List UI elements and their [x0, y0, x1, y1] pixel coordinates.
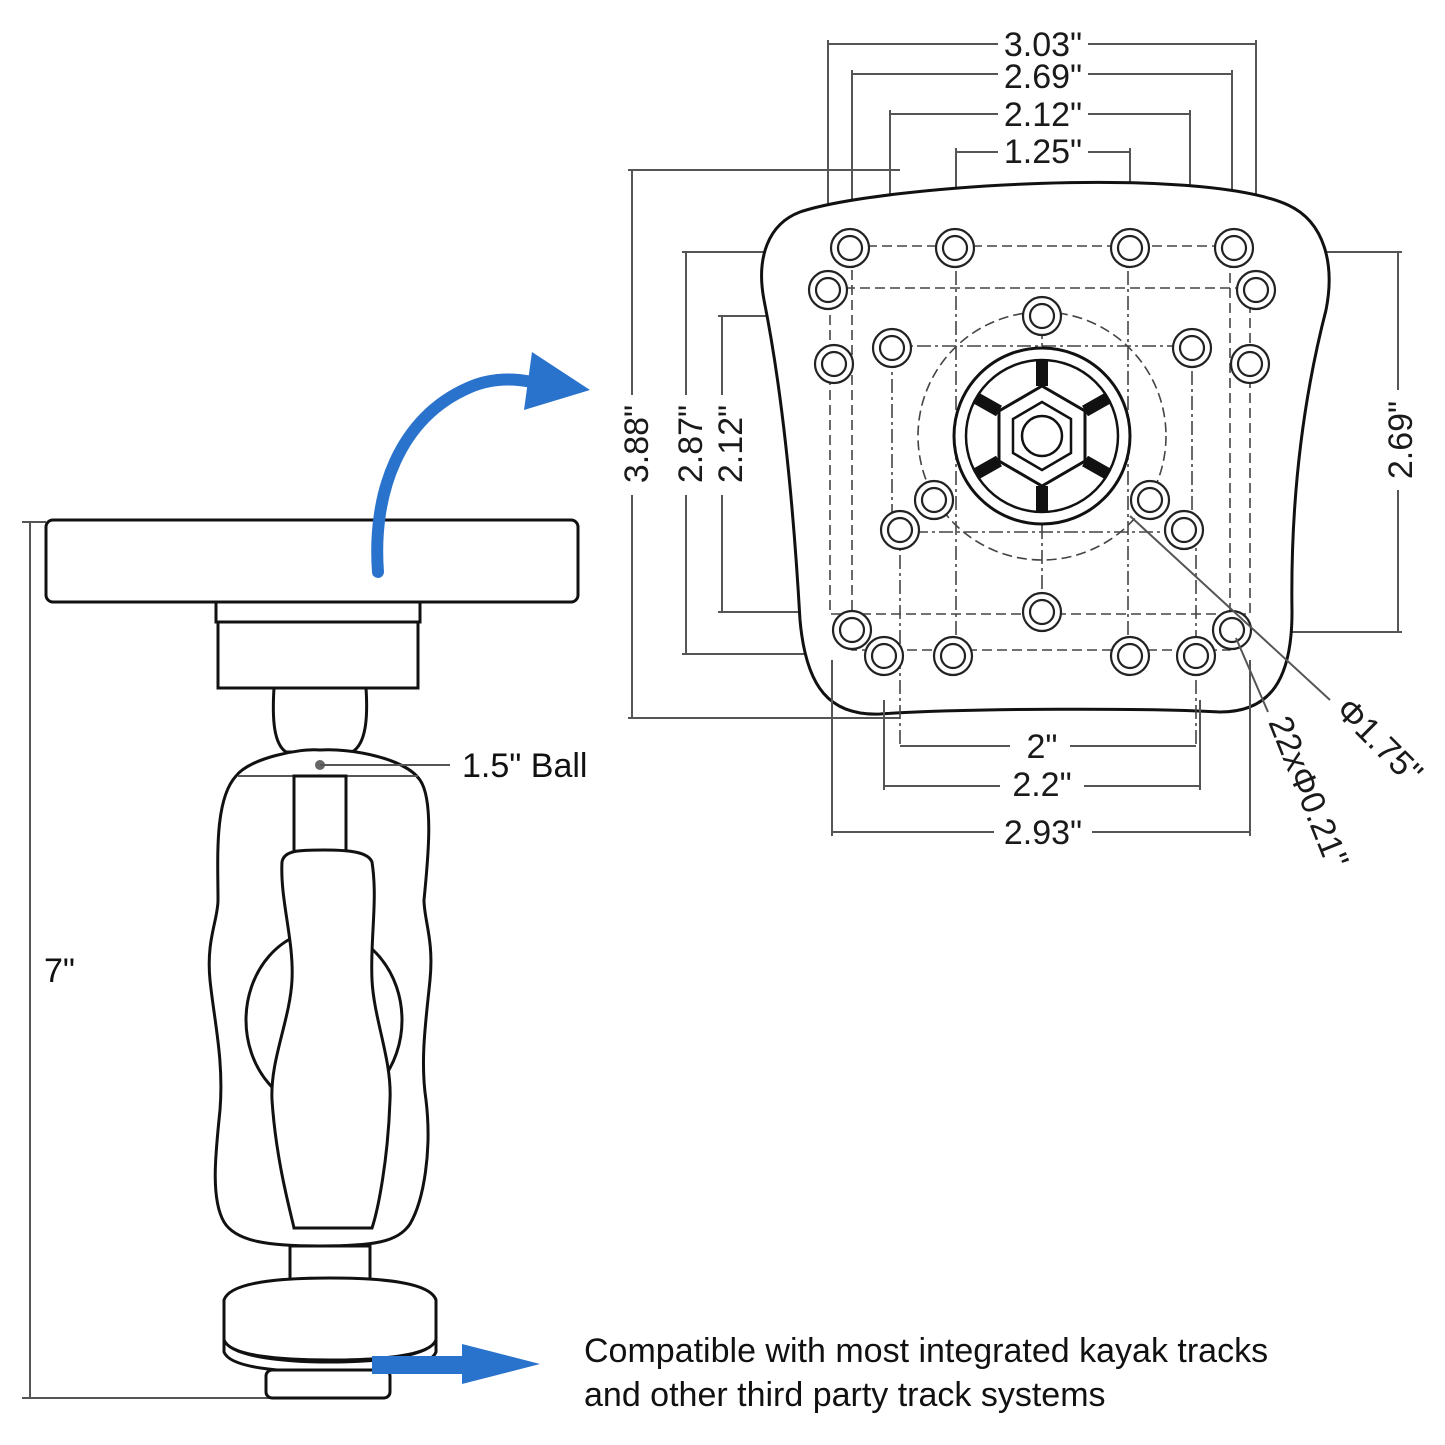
right-arrow-icon: [372, 1344, 540, 1384]
base-cylinder: [216, 620, 420, 690]
compatibility-note-line2: and other third party track systems: [584, 1376, 1106, 1414]
side-view: 7" 1.5" Ball: [22, 518, 587, 1400]
hole: [871, 327, 913, 369]
hole: [879, 509, 921, 551]
top-view: 3.03" 2.69" 2.12" 1.25" 3.88" 2.87": [616, 26, 1430, 874]
height-label-388: 3.88": [618, 405, 656, 483]
hole: [807, 269, 849, 311]
width-label-269: 2.69": [1004, 58, 1082, 96]
compatibility-note-line1: Compatible with most integrated kayak tr…: [584, 1332, 1268, 1370]
holes-leader: [1235, 637, 1269, 713]
bottom-dimensions: 2" 2.2" 2.93": [831, 660, 1251, 852]
ball-label: 1.5" Ball: [462, 747, 587, 785]
height-label-287: 2.87": [672, 405, 710, 483]
hole: [863, 635, 905, 677]
hole: [913, 479, 955, 521]
hole: [1171, 327, 1213, 369]
width-label-303: 3.03": [1004, 26, 1082, 64]
bottom-width-label-2: 2": [1027, 728, 1058, 766]
hole: [1213, 227, 1255, 269]
hole: [932, 635, 974, 677]
hole: [1021, 591, 1063, 633]
height-label-269: 2.69": [1382, 401, 1420, 479]
top-plate-side: [44, 518, 580, 604]
bottom-width-label-22: 2.2": [1012, 766, 1071, 804]
hole: [1163, 509, 1205, 551]
knob-handle: [270, 848, 392, 1230]
hole: [1175, 635, 1217, 677]
hole: [1109, 635, 1151, 677]
mounting-holes: [807, 227, 1277, 677]
hole: [831, 609, 873, 651]
hole: [829, 227, 871, 269]
curved-arrow-icon: [371, 352, 590, 578]
arm-slot: [292, 774, 348, 862]
hole: [1235, 269, 1277, 311]
ball: [271, 686, 369, 754]
bottom-width-label-293: 2.93": [1004, 814, 1082, 852]
hole: [1129, 479, 1171, 521]
center-diameter-label: Φ1.75": [1328, 691, 1429, 792]
holes-spec-label: 22xΦ0.21": [1261, 711, 1356, 874]
hole: [813, 343, 855, 385]
width-dimensions: 3.03" 2.69" 2.12" 1.25": [827, 26, 1257, 240]
height-label-7: 7": [44, 952, 75, 990]
track-base: [222, 1276, 438, 1362]
width-label-212: 2.12": [1004, 96, 1082, 134]
hole: [1109, 227, 1151, 269]
height-label-212: 2.12": [712, 405, 750, 483]
hole: [1021, 295, 1063, 337]
diameter-leader: [1129, 515, 1331, 701]
hole: [1229, 343, 1271, 385]
width-label-125: 1.25": [1004, 133, 1082, 171]
hole: [934, 227, 976, 269]
hole: [1211, 609, 1253, 651]
plate-neck: [214, 600, 422, 624]
track-foot: [264, 1368, 392, 1400]
center-hub: [952, 346, 1132, 526]
